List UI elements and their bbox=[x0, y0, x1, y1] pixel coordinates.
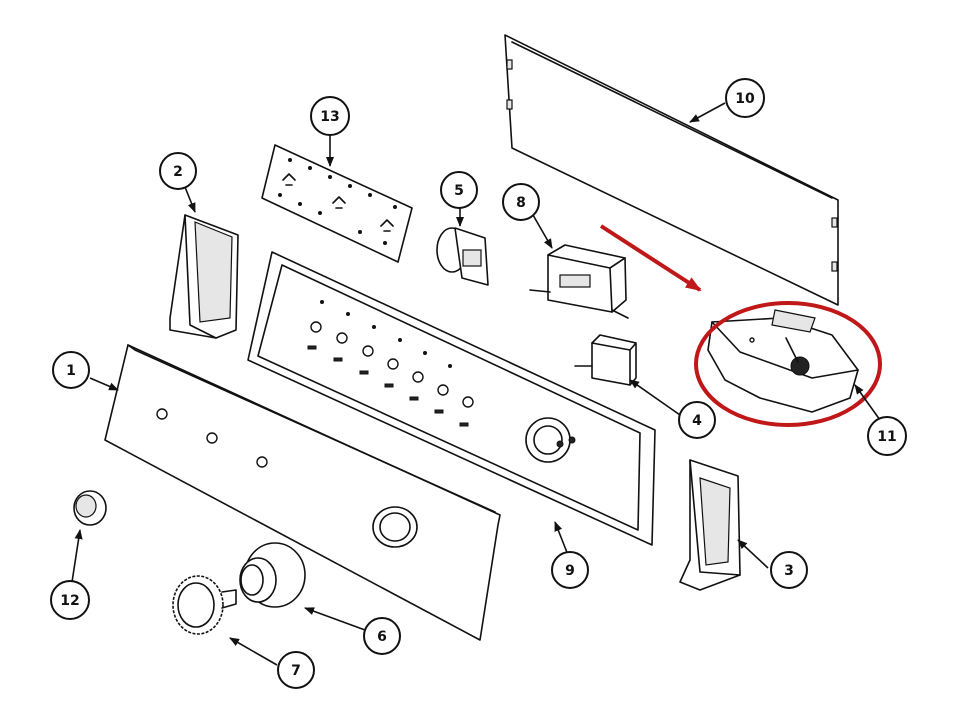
callout-1: 1 bbox=[52, 351, 90, 389]
callout-2: 2 bbox=[159, 152, 197, 190]
part-3-right-end-cap bbox=[679, 459, 741, 591]
part-7-timer-knob bbox=[172, 575, 237, 635]
callout-4: 4 bbox=[678, 401, 716, 439]
callout-11: 11 bbox=[867, 416, 907, 456]
part-2-left-end-cap bbox=[169, 214, 239, 339]
callout-13: 13 bbox=[310, 96, 350, 136]
part-6-knob-skirt bbox=[239, 542, 306, 608]
callout-label-12: 12 bbox=[60, 593, 79, 609]
leader-lines bbox=[71, 102, 881, 666]
part-13-circuit-board bbox=[261, 144, 413, 263]
callout-label-6: 6 bbox=[377, 629, 387, 645]
callout-6: 6 bbox=[363, 617, 401, 655]
callout-8: 8 bbox=[502, 183, 540, 221]
callout-label-9: 9 bbox=[565, 563, 575, 579]
callout-label-2: 2 bbox=[173, 164, 183, 180]
part-9-control-panel bbox=[247, 251, 656, 546]
callout-label-5: 5 bbox=[454, 183, 464, 199]
part-10-rear-panel bbox=[504, 34, 839, 306]
part-12-small-knob bbox=[73, 490, 107, 526]
part-8-selector-switch bbox=[529, 244, 629, 319]
part-4-push-switch bbox=[574, 334, 637, 386]
callout-12: 12 bbox=[50, 580, 90, 620]
callout-5: 5 bbox=[440, 171, 478, 209]
highlight-timer bbox=[599, 224, 882, 427]
part-1-front-panel bbox=[104, 344, 501, 641]
callout-label-7: 7 bbox=[291, 663, 301, 679]
callout-9: 9 bbox=[551, 551, 589, 589]
callout-label-10: 10 bbox=[735, 91, 755, 107]
part-11-timer bbox=[707, 309, 859, 413]
callout-label-11: 11 bbox=[877, 429, 896, 445]
callout-label-3: 3 bbox=[784, 563, 794, 579]
part-5-switch bbox=[436, 227, 489, 286]
callout-7: 7 bbox=[277, 651, 315, 689]
callout-label-1: 1 bbox=[66, 363, 76, 379]
callout-10: 10 bbox=[725, 78, 765, 118]
callout-label-13: 13 bbox=[320, 109, 339, 125]
callout-3: 3 bbox=[770, 551, 808, 589]
callout-label-8: 8 bbox=[516, 195, 526, 211]
callout-label-4: 4 bbox=[692, 413, 702, 429]
